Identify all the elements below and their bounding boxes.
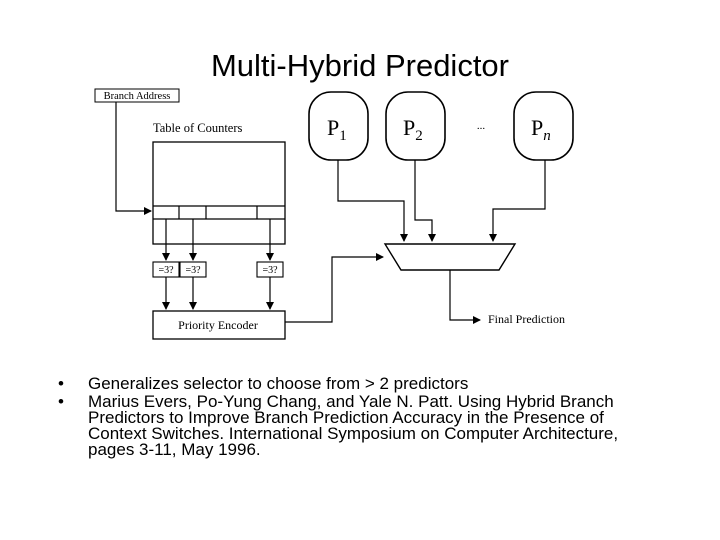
bullet-item: • Marius Evers, Po-Yung Chang, and Yale N… <box>58 392 658 459</box>
branch-address-wire <box>115 102 152 215</box>
final-prediction-label: Final Prediction <box>488 312 565 326</box>
predictor-pn-base: P <box>531 115 543 140</box>
final-prediction-wire <box>449 270 481 324</box>
predictor-pn-sub: n <box>543 128 551 144</box>
priority-encoder-label: Priority Encoder <box>178 318 258 332</box>
predictor-p2-label: P2 <box>403 115 423 144</box>
slide-title: Multi-Hybrid Predictor <box>210 48 509 83</box>
bullet-text: Generalizes selector to choose from > 2 … <box>88 374 469 393</box>
predictor-pn-label: Pn <box>531 115 551 144</box>
predictor-p1-base: P <box>327 115 339 140</box>
predictor-p2-base: P <box>403 115 415 140</box>
bullet-item: • Generalizes selector to choose from > 2… <box>58 374 658 393</box>
predictor-pn-box <box>513 91 574 161</box>
bullet-text: Marius Evers, Po-Yung Chang, and Yale N.… <box>88 392 619 459</box>
counter-table <box>152 141 286 245</box>
predictor-p2-box <box>385 91 446 161</box>
bullet-glyph: • <box>58 374 64 393</box>
predictor-p1-label: P1 <box>327 115 347 144</box>
branch-address-box <box>94 88 180 103</box>
table-of-counters-label: Table of Counters <box>153 121 243 135</box>
predictor-p1-sub: 1 <box>339 128 347 144</box>
bullet-list: • Generalizes selector to choose from > 2… <box>58 374 658 460</box>
predictor-p2-sub: 2 <box>415 128 423 144</box>
predictor-p1-wire <box>337 160 408 242</box>
comparator-label-1: =3? <box>158 265 174 276</box>
multiplexer <box>383 243 517 271</box>
comparator-label-n: =3? <box>262 265 278 276</box>
predictor-pn-wire <box>489 160 546 242</box>
predictor-p2-wire <box>414 160 436 242</box>
priority-encoder-box <box>152 310 286 340</box>
bullet-glyph: • <box>58 392 64 411</box>
select-wire <box>285 253 384 323</box>
branch-address-label: Branch Address <box>104 91 171 102</box>
comparator-label-2: =3? <box>185 265 201 276</box>
predictor-ellipsis: ... <box>477 120 486 132</box>
